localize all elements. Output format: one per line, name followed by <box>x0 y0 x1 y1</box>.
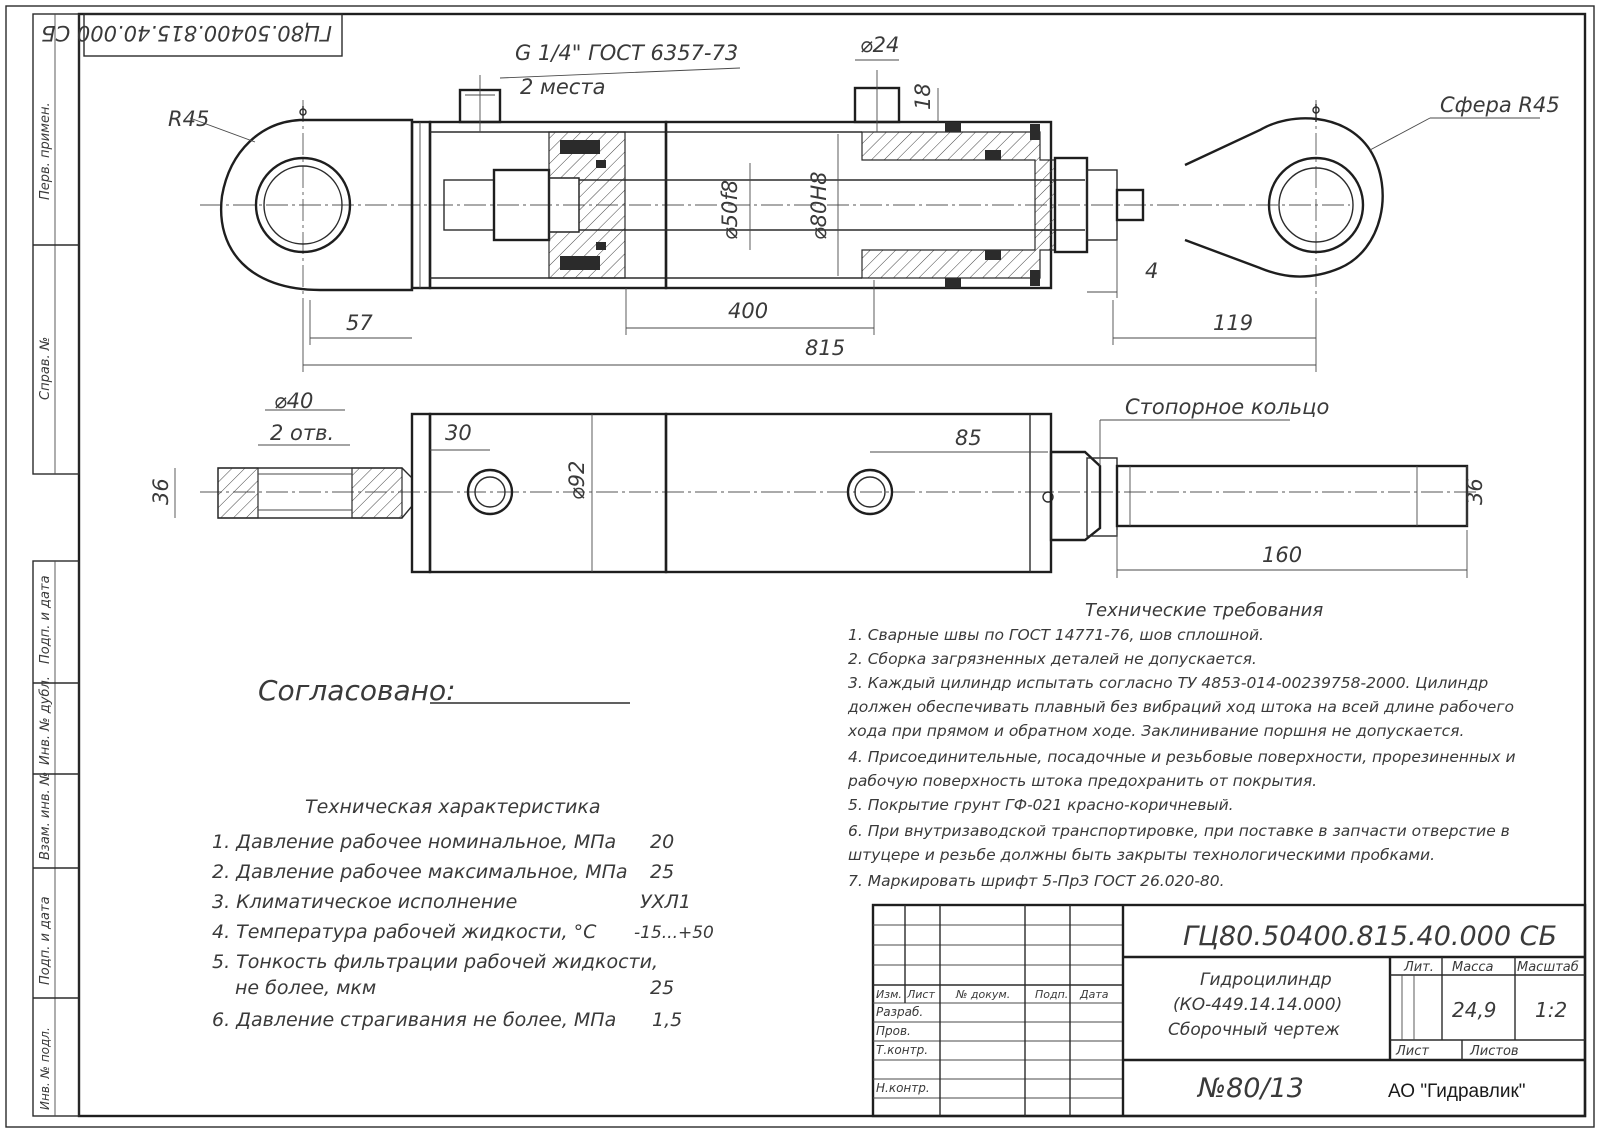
side-inv-dubl: Инв. № дубл. <box>38 676 53 765</box>
col-sign: Подп. <box>1035 988 1068 1001</box>
tech-req-line-1: 1. Сварные швы по ГОСТ 14771-76, шов спл… <box>848 626 1264 644</box>
tech-req-line-2: 2. Сборка загрязненных деталей не допуск… <box>848 650 1257 668</box>
dim-119: 119 <box>1213 311 1253 335</box>
tech-char-item-1-label: 1. Давление рабочее номинальное, МПа <box>212 831 616 853</box>
upper-dimensions: R45 Сфера R45 ⌀24 18 G 1/4" ГОСТ 6357-73… <box>168 33 1560 372</box>
col-date: Дата <box>1079 988 1109 1001</box>
tech-char-item-3-value: УХЛ1 <box>640 891 691 913</box>
tech-char-item-5-label: 5. Тонкость фильтрации рабочей жидкости, <box>212 951 658 973</box>
dim-d92: ⌀92 <box>565 461 589 500</box>
col-izm: Изм. <box>876 988 902 1001</box>
side-podp-data-1: Подп. и дата <box>38 575 53 664</box>
drawing-no: №80/13 <box>1196 1073 1304 1104</box>
dim-30: 30 <box>445 421 472 445</box>
dim-815: 815 <box>805 336 845 360</box>
tech-req-line-10: штуцере и резьбе должны быть закрыты тех… <box>848 846 1435 864</box>
col-mass: Масса <box>1452 960 1493 975</box>
tech-char-title: Техническая характеристика <box>305 796 600 818</box>
tech-char-item-6-label: 6. Давление страгивания не более, МПа <box>212 1009 616 1031</box>
dim-sphere-r45: Сфера R45 <box>1440 93 1560 117</box>
dim-36-left: 36 <box>149 478 173 505</box>
tech-char-item-5b-label: не более, мкм <box>235 977 376 999</box>
dim-d80h8: ⌀80H8 <box>807 171 831 240</box>
row-tkontr: Т.контр. <box>876 1043 928 1057</box>
mass-value: 24,9 <box>1452 998 1497 1022</box>
title-name-line2: (КО-449.14.14.000) <box>1173 995 1342 1015</box>
tech-req-line-11: 7. Маркировать шрифт 5-ПрЗ ГОСТ 26.020-8… <box>848 872 1225 890</box>
rotated-doc-number-box: ГЦ80.50400.815.40.000 СБ <box>41 13 343 57</box>
rotated-doc-number: ГЦ80.50400.815.40.000 СБ <box>41 21 332 45</box>
title-name-line3: Сборочный чертеж <box>1168 1020 1341 1040</box>
tech-req-line-6: 4. Присоединительные, посадочные и резьб… <box>848 748 1516 766</box>
col-lit: Лит. <box>1403 960 1434 975</box>
retaining-ring-label: Стопорное кольцо <box>1125 395 1329 419</box>
tech-req-line-7: рабочую поверхность штока предохранить о… <box>847 772 1317 790</box>
dim-57: 57 <box>346 311 373 335</box>
sheet-label: Лист <box>1395 1044 1429 1059</box>
row-nkontr: Н.контр. <box>876 1081 930 1095</box>
tech-req-line-5: хода при прямом и обратном ходе. Заклини… <box>847 722 1464 740</box>
tech-req-line-8: 5. Покрытие грунт ГФ-021 красно-коричнев… <box>848 796 1234 814</box>
dim-36-right: 36 <box>1463 478 1487 505</box>
outer-frame <box>5 5 1595 1128</box>
side-sprav-no: Справ. № <box>38 337 53 400</box>
sheets-label: Листов <box>1469 1044 1519 1059</box>
side-perv-primen: Перв. примен. <box>38 102 53 200</box>
port-thread-note: G 1/4" ГОСТ 6357-73 <box>515 41 738 65</box>
col-scale: Масштаб <box>1517 960 1579 975</box>
port-count-note: 2 места <box>520 75 605 99</box>
tech-char-item-1-value: 20 <box>650 831 674 853</box>
hole-count-note: 2 отв. <box>270 421 334 445</box>
tech-req-title: Технические требования <box>1085 600 1323 621</box>
side-stamp: Перв. примен. Справ. № Подп. и дата Инв.… <box>32 13 80 1117</box>
tech-req-line-4: должен обеспечивать плавный без вибраций… <box>847 698 1514 716</box>
cylinder-section-view <box>200 70 1384 300</box>
scale-value: 1:2 <box>1535 998 1567 1022</box>
tech-char-item-2-value: 25 <box>650 861 674 883</box>
dim-400: 400 <box>728 299 768 323</box>
tech-req-line-9: 6. При внутризаводской транспортировке, … <box>848 822 1510 840</box>
title-doc-number: ГЦ80.50400.815.40.000 СБ <box>1183 921 1557 952</box>
row-razrab: Разраб. <box>876 1005 923 1019</box>
dim-d40: ⌀40 <box>274 389 313 413</box>
dim-4: 4 <box>1145 259 1158 283</box>
dim-d18: 18 <box>911 83 935 110</box>
tech-char-item-5-value: 25 <box>650 977 674 999</box>
side-vzam-inv: Взам. инв. № <box>38 772 53 860</box>
dim-d24: ⌀24 <box>860 33 899 57</box>
company-name: АО "Гидравлик" <box>1388 1081 1526 1102</box>
tech-char-item-4-value: -15...+50 <box>634 923 714 943</box>
tech-char-item-4-label: 4. Температура рабочей жидкости, °С <box>212 921 597 943</box>
right-rod-eye <box>1184 117 1384 278</box>
row-prov: Пров. <box>876 1024 911 1038</box>
tech-req-line-3: 3. Каждый цилиндр испытать согласно ТУ 4… <box>848 674 1488 692</box>
tech-characteristics: Техническая характеристика 1. Давление р… <box>212 796 714 1031</box>
title-name-line1: Гидроцилиндр <box>1200 970 1332 990</box>
title-block: ГЦ80.50400.815.40.000 СБ Гидроцилиндр (К… <box>871 903 1587 1118</box>
tech-requirements: Технические требования 1. Сварные швы по… <box>847 600 1516 890</box>
side-podp-data-2: Подп. и дата <box>38 896 53 985</box>
left-rod-eye <box>219 118 414 292</box>
approved-label: Согласовано: <box>258 674 456 707</box>
col-list: Лист <box>906 988 935 1001</box>
dim-85: 85 <box>955 426 982 450</box>
col-doc: № докум. <box>955 988 1010 1001</box>
dim-160: 160 <box>1262 543 1302 567</box>
side-inv-podl: Инв. № подл. <box>38 1027 52 1110</box>
tech-char-item-6-value: 1,5 <box>652 1009 682 1031</box>
tech-char-item-2-label: 2. Давление рабочее максимальное, МПа <box>212 861 628 883</box>
dim-d50f8: ⌀50f8 <box>718 180 742 240</box>
dim-r45-left: R45 <box>168 107 209 131</box>
tech-char-item-3-label: 3. Климатическое исполнение <box>212 891 517 913</box>
lower-dimensions: ⌀40 2 отв. 36 30 ⌀92 85 Стопорное кольцо… <box>149 389 1487 578</box>
